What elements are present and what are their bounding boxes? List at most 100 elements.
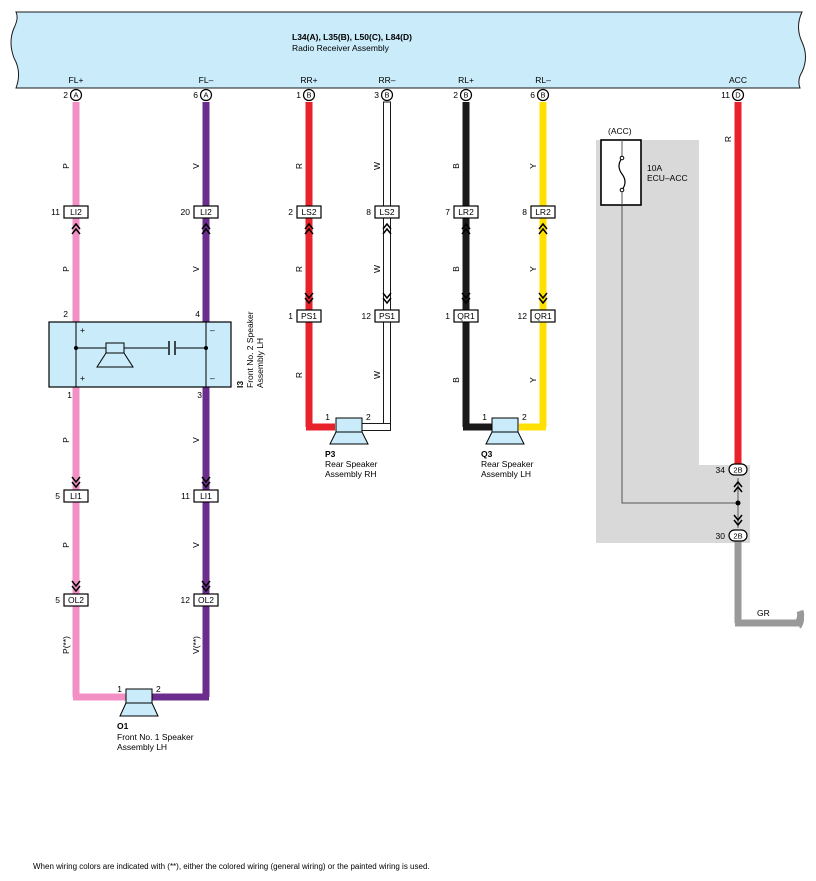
wire-label-p: P (61, 437, 71, 443)
wire-label-p: P (61, 266, 71, 272)
wire-white-corner (383, 424, 390, 430)
connector-ol2 (63, 593, 89, 607)
wire-label-w: W (372, 371, 382, 379)
radio-pins: FL+ FL– RR+ RR– RL+ RL– ACC 2 6 1 3 2 6 … (63, 75, 747, 100)
speaker-q3: 1 2 Q3 Rear Speaker Assembly LH (481, 412, 534, 479)
pin-number: 1 (117, 684, 122, 694)
wire-label-r: R (294, 163, 304, 169)
connector-li2 (193, 205, 219, 219)
wire-label-p: P (61, 542, 71, 548)
wire-label-b: B (451, 377, 461, 383)
wire-label-w: W (372, 265, 382, 273)
pin-number: 1 (67, 390, 72, 400)
speaker-o1-name: Front No. 1 Speaker (117, 732, 194, 742)
speaker-p3-code: P3 (325, 449, 336, 459)
connector-li2 (63, 205, 89, 219)
pin-circle (69, 88, 83, 102)
wire-label-b: B (451, 163, 461, 169)
pin-circle (199, 88, 213, 102)
chevron-up-icon (538, 222, 548, 235)
connector-chevrons (71, 222, 743, 593)
connector-ps1-label: PS1 (301, 311, 317, 321)
chevron-up-icon (304, 222, 314, 235)
pin-number: 1 (445, 311, 450, 321)
speaker-p3-name: Assembly RH (325, 469, 376, 479)
connector-qr1-label: QR1 (457, 311, 475, 321)
wire-label-w: W (372, 162, 382, 170)
wire-internal (621, 194, 738, 504)
connector-ps1 (374, 309, 400, 323)
pin-number: 1 (296, 90, 301, 100)
radio-codes: L34(A), L35(B), L50(C), L84(D) (292, 32, 412, 42)
wire-label-p-star: P(**) (61, 636, 71, 654)
speaker-icon (335, 417, 363, 433)
pin-number: 34 (716, 465, 726, 475)
pin-number: 1 (288, 311, 293, 321)
connector-lr2 (453, 205, 479, 219)
pin-number: 2 (366, 412, 371, 422)
connector-ol2-label: OL2 (198, 595, 214, 605)
chevron-down-icon (304, 292, 314, 305)
speaker-i3-code: I3 (235, 381, 245, 388)
speaker-i3: + – + – 2 4 1 3 I3 Front No. 2 Speaker A… (48, 309, 265, 400)
chevron-up-icon (71, 222, 81, 235)
pin-number: 11 (721, 90, 730, 100)
pin-number: 6 (530, 90, 535, 100)
pin-circle (731, 88, 745, 102)
pin-label-rr-plus: RR+ (300, 75, 317, 85)
wire-label-gr: GR (757, 608, 770, 618)
chevron-up-icon (461, 222, 471, 235)
pin-number: 3 (197, 390, 202, 400)
connector-ol2 (193, 593, 219, 607)
pin-connector: B (540, 91, 545, 100)
connector-li2-label: LI2 (200, 207, 212, 217)
pin-number: 5 (55, 595, 60, 605)
chevron-down-icon (538, 292, 548, 305)
junction-connector-label: 2B (733, 466, 742, 475)
pin-circle (302, 88, 316, 102)
wire-label-v: V (191, 542, 201, 548)
speaker-p3: 1 2 P3 Rear Speaker Assembly RH (325, 412, 378, 479)
fuse-icon (618, 157, 626, 191)
connector-qr1 (530, 309, 556, 323)
chevron-down-icon (733, 514, 743, 527)
speaker-icon (491, 417, 519, 433)
radio-pin-circles: A A B B B B D (69, 88, 745, 102)
pin-label-fl-plus: FL+ (69, 75, 84, 85)
fuse-terminal (619, 187, 625, 193)
pin-number: 2 (522, 412, 527, 422)
wire-white (383, 101, 391, 431)
chevron-down-icon (461, 292, 471, 305)
connector-ls2-label: LS2 (379, 207, 394, 217)
pin-label-fl-minus: FL– (199, 75, 214, 85)
splice-point (74, 346, 78, 350)
connector-ls2-label: LS2 (301, 207, 316, 217)
chevron-down-icon (71, 476, 81, 489)
polarity-plus: + (80, 325, 85, 335)
connector-lr2-label: LR2 (535, 207, 551, 217)
connector-ps1-label: PS1 (379, 311, 395, 321)
pin-connector: A (73, 91, 78, 100)
speaker-i3-box (48, 321, 232, 388)
pin-number: 11 (181, 491, 190, 501)
wire-label-r: R (294, 372, 304, 378)
pin-number: 12 (518, 311, 528, 321)
radio-receiver-box (10, 11, 806, 89)
chevron-down-icon (71, 580, 81, 593)
pin-connector: B (463, 91, 468, 100)
speaker-icon (485, 431, 525, 445)
pin-number: 6 (193, 90, 198, 100)
connector-lr2 (530, 205, 556, 219)
pin-number: 1 (325, 412, 330, 422)
pin-number: 2 (63, 309, 68, 319)
splice-point (735, 500, 741, 506)
pin-circle (380, 88, 394, 102)
chevron-up-icon (733, 480, 743, 493)
pin-number: 12 (362, 311, 372, 321)
pin-number: 2 (156, 684, 161, 694)
pin-circle (536, 88, 550, 102)
connector-ol2-label: OL2 (68, 595, 84, 605)
connector-li1-label: LI1 (200, 491, 212, 501)
pin-connector: B (306, 91, 311, 100)
